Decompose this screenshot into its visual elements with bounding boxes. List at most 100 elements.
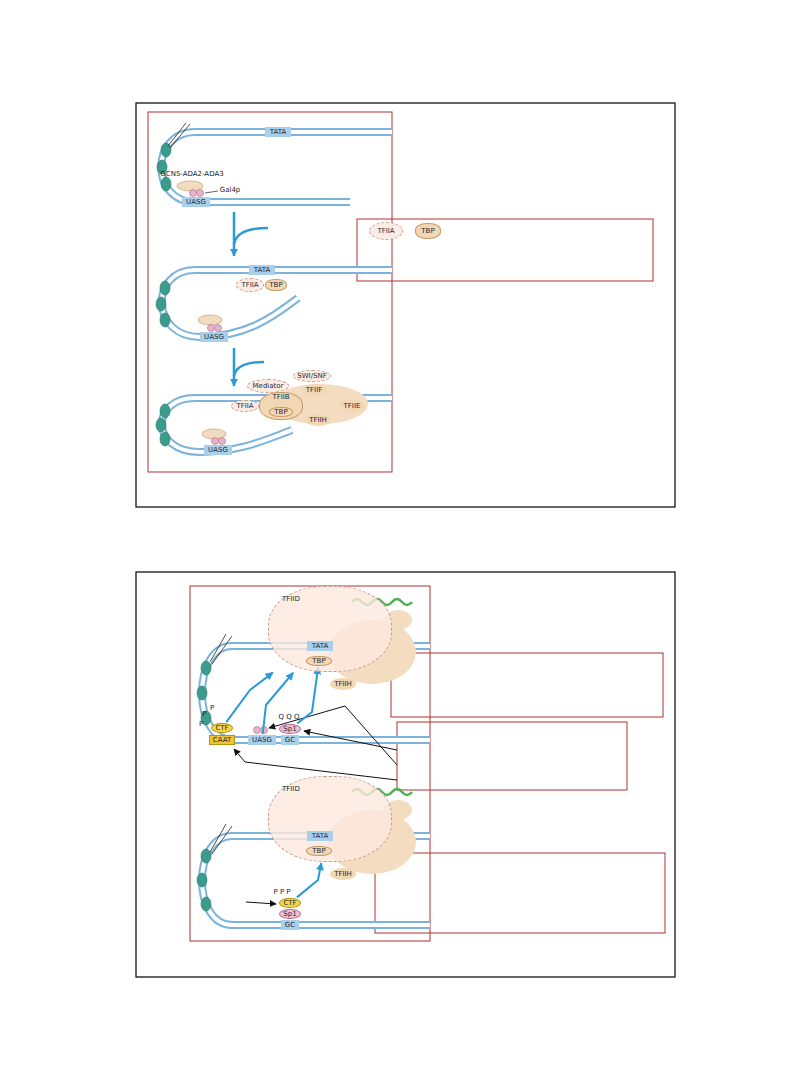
node-text: TFIID bbox=[282, 596, 300, 603]
gal4p-dimer bbox=[219, 438, 226, 445]
factor-blob: TFIIA bbox=[231, 400, 259, 412]
node-text: TBP bbox=[312, 658, 325, 665]
factor-complex: TFIIDTBP bbox=[268, 776, 392, 862]
slide-frame bbox=[136, 103, 675, 507]
leader-arrows bbox=[234, 706, 397, 904]
node-text: UASG bbox=[186, 199, 206, 206]
node-text: TFIIE bbox=[344, 403, 361, 410]
stage-arrow-join bbox=[234, 362, 264, 376]
node-text: TFIIA bbox=[236, 403, 253, 410]
node-text: Sp1 bbox=[283, 911, 296, 918]
node-text: TFIIH bbox=[334, 871, 352, 878]
dna bbox=[162, 270, 392, 337]
activator-complexes bbox=[177, 181, 268, 734]
node-text: TFIIH bbox=[309, 417, 327, 424]
node-text: UASG bbox=[208, 447, 228, 454]
factor-blob: Mediator bbox=[247, 379, 289, 393]
stage-arrows bbox=[234, 212, 268, 386]
nucleosome bbox=[160, 432, 170, 446]
factor-blob: TFIIF bbox=[302, 384, 326, 396]
promoter-box: TATA bbox=[265, 127, 291, 137]
stage-arrow bbox=[233, 348, 236, 386]
nucleosome bbox=[197, 873, 207, 887]
nucleosome bbox=[160, 313, 170, 327]
node-text: GC bbox=[285, 737, 295, 744]
node-text: TATA bbox=[312, 833, 329, 840]
dna bbox=[162, 398, 392, 452]
node-text: TBP bbox=[312, 848, 325, 855]
modification-mark: P bbox=[199, 721, 203, 728]
nucleosome bbox=[160, 404, 170, 418]
modification-mark: P bbox=[202, 711, 206, 718]
nucleosome bbox=[201, 897, 211, 911]
promoter-box: UASG bbox=[182, 197, 210, 207]
factor-blob: TFIIE bbox=[339, 400, 365, 412]
node-text: TBP bbox=[421, 228, 434, 235]
promoter-box: UASG bbox=[248, 735, 276, 745]
factor-complex: TFIID TBP bbox=[268, 586, 392, 672]
nucleosome bbox=[201, 849, 211, 863]
stage-arrow bbox=[233, 212, 236, 256]
gal4p-dimer bbox=[212, 438, 219, 445]
node-text: TATA bbox=[312, 643, 329, 650]
factor-blob: SWI/SNF bbox=[293, 370, 331, 382]
promoter-box: CAAT bbox=[209, 735, 235, 745]
factor-box: TFIIBTBP bbox=[259, 392, 303, 420]
gal4p-dimer bbox=[215, 325, 222, 332]
stage-arrow-join bbox=[234, 228, 268, 244]
promoter-box: UASG bbox=[204, 445, 232, 455]
promoter-box: GC bbox=[281, 920, 299, 930]
nucleosome bbox=[201, 661, 211, 675]
nucleosomes bbox=[156, 143, 211, 911]
figure-frame bbox=[148, 112, 392, 472]
linker-line bbox=[168, 123, 190, 148]
activator-oval: CTF bbox=[211, 723, 232, 733]
node-text: SWI/SNF bbox=[297, 373, 327, 380]
node-text: TATA bbox=[254, 267, 271, 274]
slide-frame bbox=[136, 572, 675, 977]
activator-oval: CTF bbox=[279, 898, 300, 908]
leader-arrow bbox=[269, 706, 397, 765]
dna bbox=[161, 132, 392, 202]
gal4p-dimer bbox=[197, 190, 204, 197]
callout-box bbox=[357, 219, 653, 281]
part-label: GCN5-ADA2-ADA3 bbox=[160, 171, 223, 178]
gal4p-dimer bbox=[254, 727, 261, 734]
nucleosome bbox=[156, 418, 166, 432]
modification-mark: P P P bbox=[273, 889, 290, 896]
promoter-box: UASG bbox=[200, 332, 228, 342]
node-text: CTF bbox=[283, 900, 296, 907]
factor-blob: TFIIA bbox=[236, 278, 264, 292]
linker-line bbox=[210, 634, 232, 664]
node-text: CTF bbox=[215, 725, 228, 732]
linker-line bbox=[210, 824, 232, 854]
promoter-box: GC bbox=[281, 735, 299, 745]
nucleosome bbox=[197, 686, 207, 700]
factor-box: TBP bbox=[415, 223, 441, 239]
callout-box bbox=[391, 653, 663, 717]
nucleosome bbox=[160, 281, 170, 295]
leader-arrow bbox=[246, 902, 276, 904]
node-text: TFIIA bbox=[377, 228, 394, 235]
node-text: TFIIB bbox=[272, 394, 289, 401]
activation-arrow bbox=[297, 863, 321, 897]
factor-box: TBP bbox=[306, 846, 332, 856]
nucleosome bbox=[156, 297, 166, 311]
dna bbox=[162, 398, 392, 452]
promoter-box: TATA bbox=[307, 641, 333, 651]
factor-blob: TFIIH bbox=[330, 868, 356, 880]
node-text: TBP bbox=[269, 282, 282, 289]
nucleosome bbox=[161, 143, 171, 157]
activation-arrow bbox=[297, 667, 318, 723]
promoter-box: TATA bbox=[249, 265, 275, 275]
dna-strands bbox=[161, 132, 430, 925]
figure-frame bbox=[190, 586, 430, 941]
node-text: Mediator bbox=[253, 383, 284, 390]
factor-blob: TFIIA bbox=[369, 222, 403, 240]
node-text: Sp1 bbox=[283, 726, 296, 733]
factor-blob: TFIIH bbox=[305, 414, 331, 426]
node-text: GC bbox=[285, 922, 295, 929]
promoter-box: TATA bbox=[307, 831, 333, 841]
